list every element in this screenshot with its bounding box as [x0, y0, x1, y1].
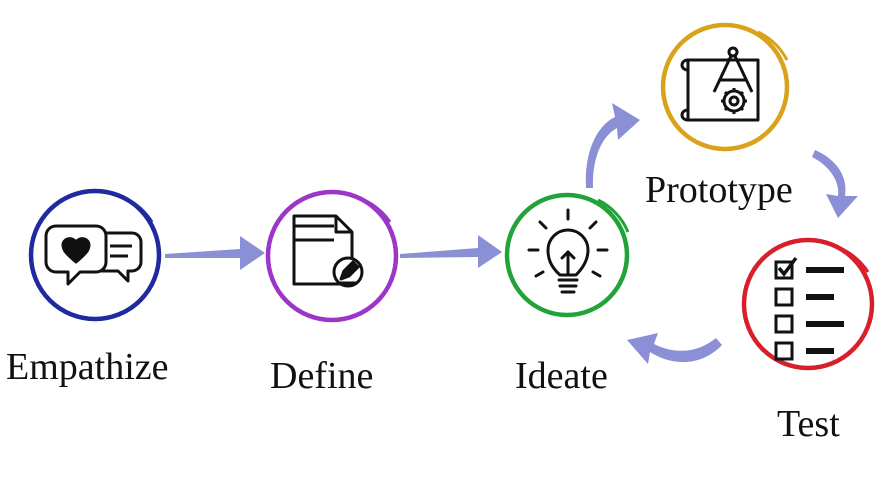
test-label: Test [777, 403, 840, 445]
arrow-define-to-ideate [400, 235, 502, 268]
lightbulb-icon [527, 208, 609, 294]
arrow-test-to-ideate [627, 333, 722, 364]
empathize-stage-circle [28, 188, 162, 322]
prototype-label: Prototype [645, 169, 793, 211]
chat-bubbles-heart-icon [44, 224, 143, 286]
ideate-label: Ideate [515, 355, 608, 397]
define-stage-circle [265, 189, 399, 323]
prototype-stage-circle [660, 22, 790, 152]
ideate-stage-circle [504, 192, 630, 318]
empathize-label: Empathize [6, 346, 169, 388]
arrow-ideate-to-prototype [585, 103, 640, 188]
test-stage-circle [741, 237, 875, 371]
blueprint-compass-gear-icon [680, 46, 760, 122]
define-label: Define [270, 355, 374, 397]
arrow-empathize-to-define [165, 236, 265, 270]
document-pen-icon [292, 214, 364, 288]
checklist-icon [774, 256, 844, 361]
arrow-prototype-to-test [812, 150, 858, 218]
